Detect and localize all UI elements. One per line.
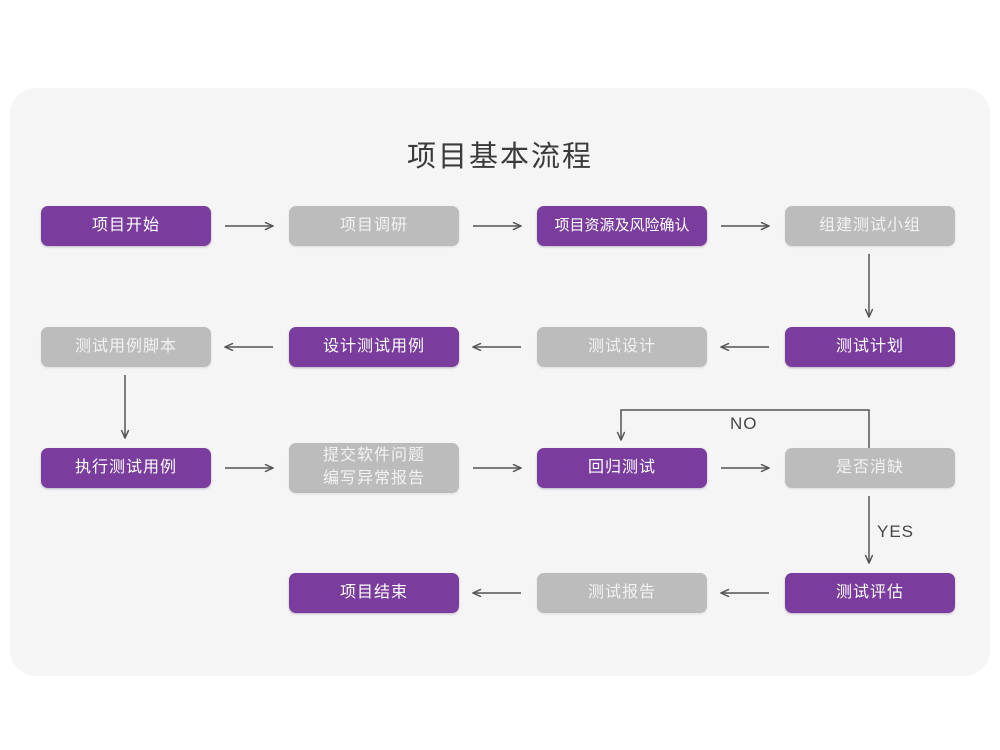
node-test-report[interactable]: 测试报告 — [537, 573, 707, 613]
node-test-plan[interactable]: 测试计划 — [785, 327, 955, 367]
edge-label-no: NO — [730, 414, 758, 433]
node-regression-test[interactable]: 回归测试 — [537, 448, 707, 488]
node-build-test-team[interactable]: 组建测试小组 — [785, 206, 955, 246]
node-test-case-scripts[interactable]: 测试用例脚本 — [41, 327, 211, 367]
node-project-research[interactable]: 项目调研 — [289, 206, 459, 246]
edge-label-yes: YES — [877, 522, 915, 541]
node-project-end[interactable]: 项目结束 — [289, 573, 459, 613]
node-defects-cleared-decision[interactable]: 是否消缺 — [785, 448, 955, 488]
node-resource-risk-confirm[interactable]: 项目资源及风险确认 — [537, 206, 707, 246]
node-execute-test-cases[interactable]: 执行测试用例 — [41, 448, 211, 488]
node-design-test-cases[interactable]: 设计测试用例 — [289, 327, 459, 367]
node-test-design[interactable]: 测试设计 — [537, 327, 707, 367]
node-submit-defects-write-report[interactable]: 提交软件问题 编写异常报告 — [289, 443, 459, 493]
page-title: 项目基本流程 — [406, 141, 593, 173]
node-test-evaluation[interactable]: 测试评估 — [785, 573, 955, 613]
node-project-start[interactable]: 项目开始 — [41, 206, 211, 246]
